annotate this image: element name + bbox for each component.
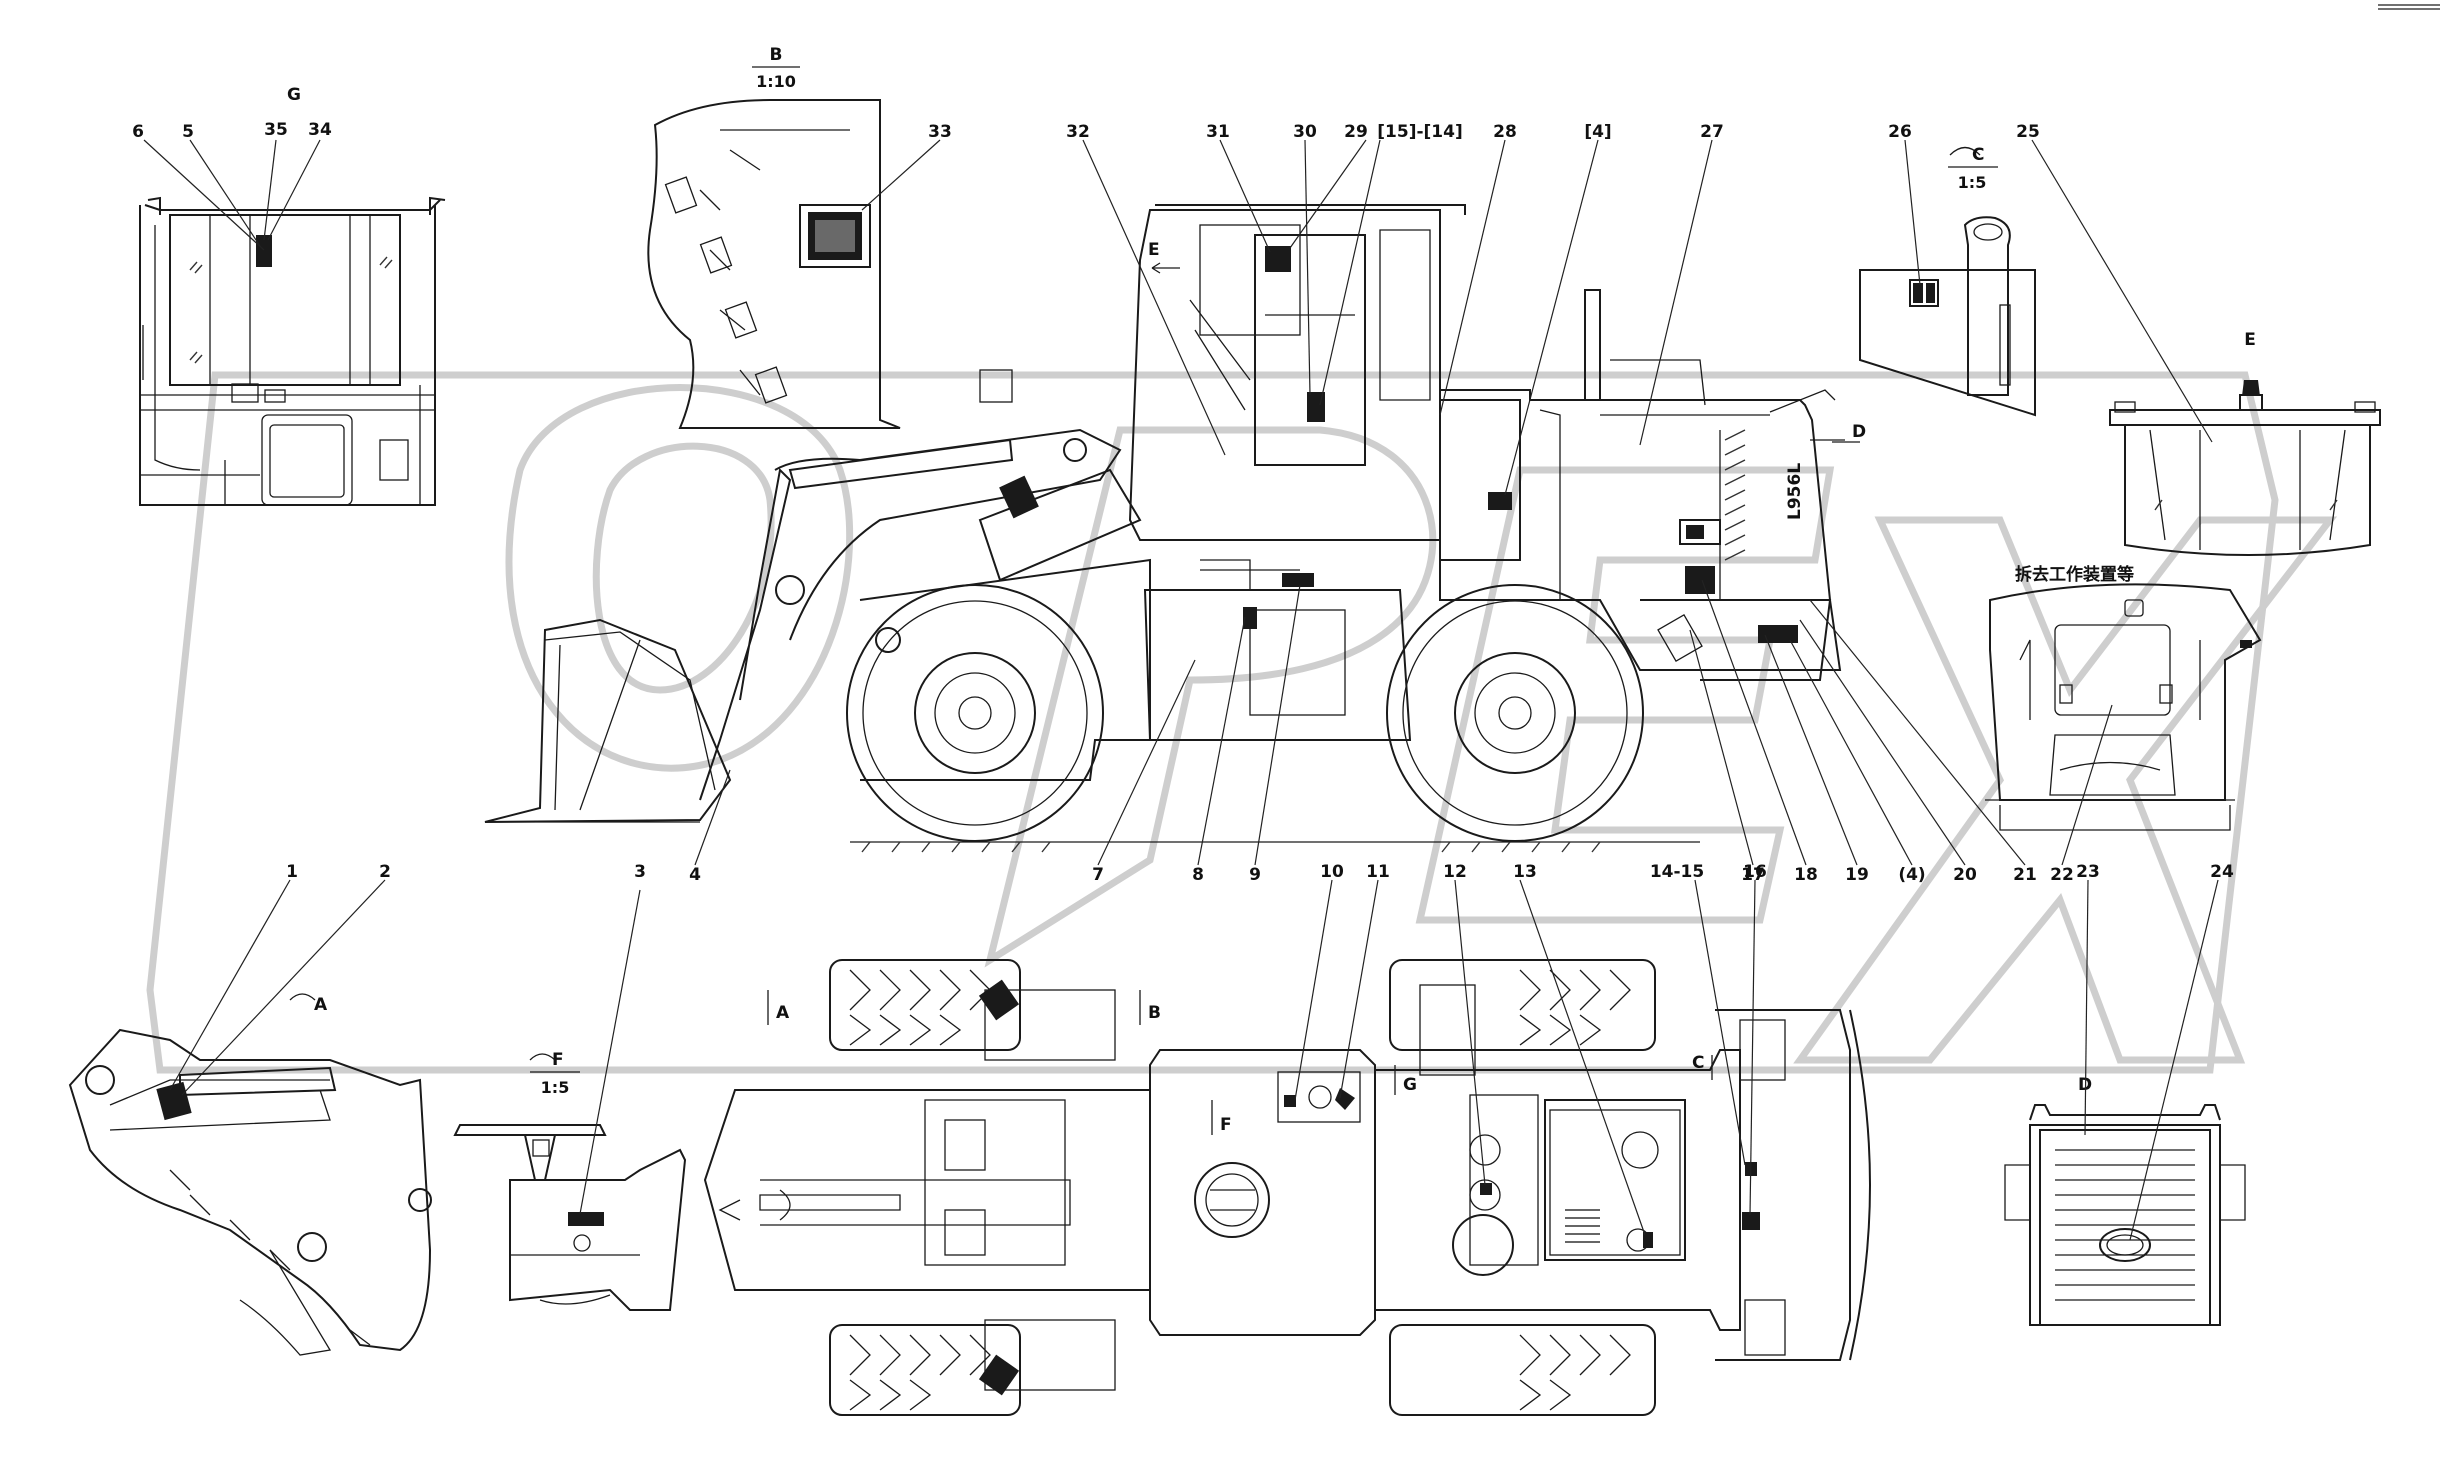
- callout-11: 11: [1366, 862, 1390, 882]
- view-b-arrow-label: B: [1148, 1003, 1161, 1023]
- callout-5: 5: [182, 122, 194, 142]
- callout-4b: (4): [1898, 865, 1925, 885]
- watermark-logo: [146, 371, 2338, 1074]
- view-a-label: A: [314, 995, 328, 1015]
- callout-26: 26: [1888, 122, 1912, 142]
- view-e-arrow-label: E: [1148, 240, 1160, 260]
- view-c-scale: 1:5: [1958, 173, 1987, 192]
- view-c-arrow-label: C: [1692, 1053, 1704, 1073]
- callout-17: 17: [1741, 865, 1765, 885]
- callout-35: 35: [264, 120, 288, 140]
- callout-2: 2: [379, 862, 391, 882]
- callout-18: 18: [1794, 865, 1818, 885]
- view-f-scale: 1:5: [541, 1078, 570, 1097]
- callout-27: 27: [1700, 122, 1724, 142]
- callout-13: 13: [1513, 862, 1537, 882]
- callout-20: 20: [1953, 865, 1977, 885]
- view-b-detail: B 1:10 33: [647, 45, 952, 429]
- view-d-arrow-label: D: [1852, 422, 1866, 442]
- view-f-label: F: [552, 1050, 564, 1070]
- view-e-detail: E 25: [2016, 122, 2381, 556]
- corner-mark: [2378, 4, 2440, 10]
- callout-8: 8: [1192, 865, 1204, 885]
- callout-10: 10: [1320, 862, 1344, 882]
- callout-19: 19: [1845, 865, 1869, 885]
- callout-4: 4: [689, 865, 701, 885]
- callout-30: 30: [1293, 122, 1317, 142]
- view-c-detail: C 1:5 26: [1859, 122, 2036, 417]
- callout-1: 1: [286, 862, 298, 882]
- view-d-detail: D 23 24: [2004, 862, 2246, 1326]
- callout-31: 31: [1206, 122, 1230, 142]
- callout-34: 34: [308, 120, 332, 140]
- loader-side-view: L956L E D: [484, 122, 2037, 885]
- view-c-label: C: [1972, 145, 1984, 165]
- view-b-scale: 1:10: [756, 72, 796, 91]
- view-g-label: G: [287, 85, 301, 105]
- view-a-arrow-label: A: [776, 1003, 790, 1023]
- callout-3: 3: [634, 862, 646, 882]
- view-f-detail: F 1:5 3: [453, 862, 687, 1311]
- callout-33: 33: [928, 122, 952, 142]
- note-remove-work-device: 拆去工作装置等: [2015, 564, 2134, 585]
- callout-15-14: [15]-[14]: [1377, 122, 1462, 142]
- callout-29: 29: [1344, 122, 1368, 142]
- view-g-cab: G 6 5 35 34: [132, 85, 446, 506]
- view-a-detail: A 1 2: [68, 862, 432, 1356]
- callout-6: 6: [132, 122, 144, 142]
- view-e-label: E: [2244, 330, 2256, 350]
- callout-22: 22: [2050, 865, 2074, 885]
- callout-4a: [4]: [1584, 122, 1611, 142]
- callout-21: 21: [2013, 865, 2037, 885]
- loader-top-view: A B F G C 10 11 12 13 14-15 16: [703, 862, 1872, 1416]
- rear-view-no-device: 拆去工作装置等 22: [1985, 564, 2262, 885]
- callout-32: 32: [1066, 122, 1090, 142]
- view-b-label: B: [770, 45, 783, 65]
- view-g-arrow-label: G: [1403, 1075, 1417, 1095]
- callout-12: 12: [1443, 862, 1467, 882]
- view-f-arrow-label: F: [1220, 1115, 1232, 1135]
- callout-16: 16: [1743, 862, 1767, 882]
- callout-28: 28: [1493, 122, 1517, 142]
- callout-23: 23: [2076, 862, 2100, 882]
- model-plate: L956L: [1785, 463, 1805, 520]
- callout-25: 25: [2016, 122, 2040, 142]
- callout-7: 7: [1092, 865, 1104, 885]
- callout-9: 9: [1249, 865, 1261, 885]
- callout-14-15: 14-15: [1650, 862, 1704, 882]
- callout-24: 24: [2210, 862, 2234, 882]
